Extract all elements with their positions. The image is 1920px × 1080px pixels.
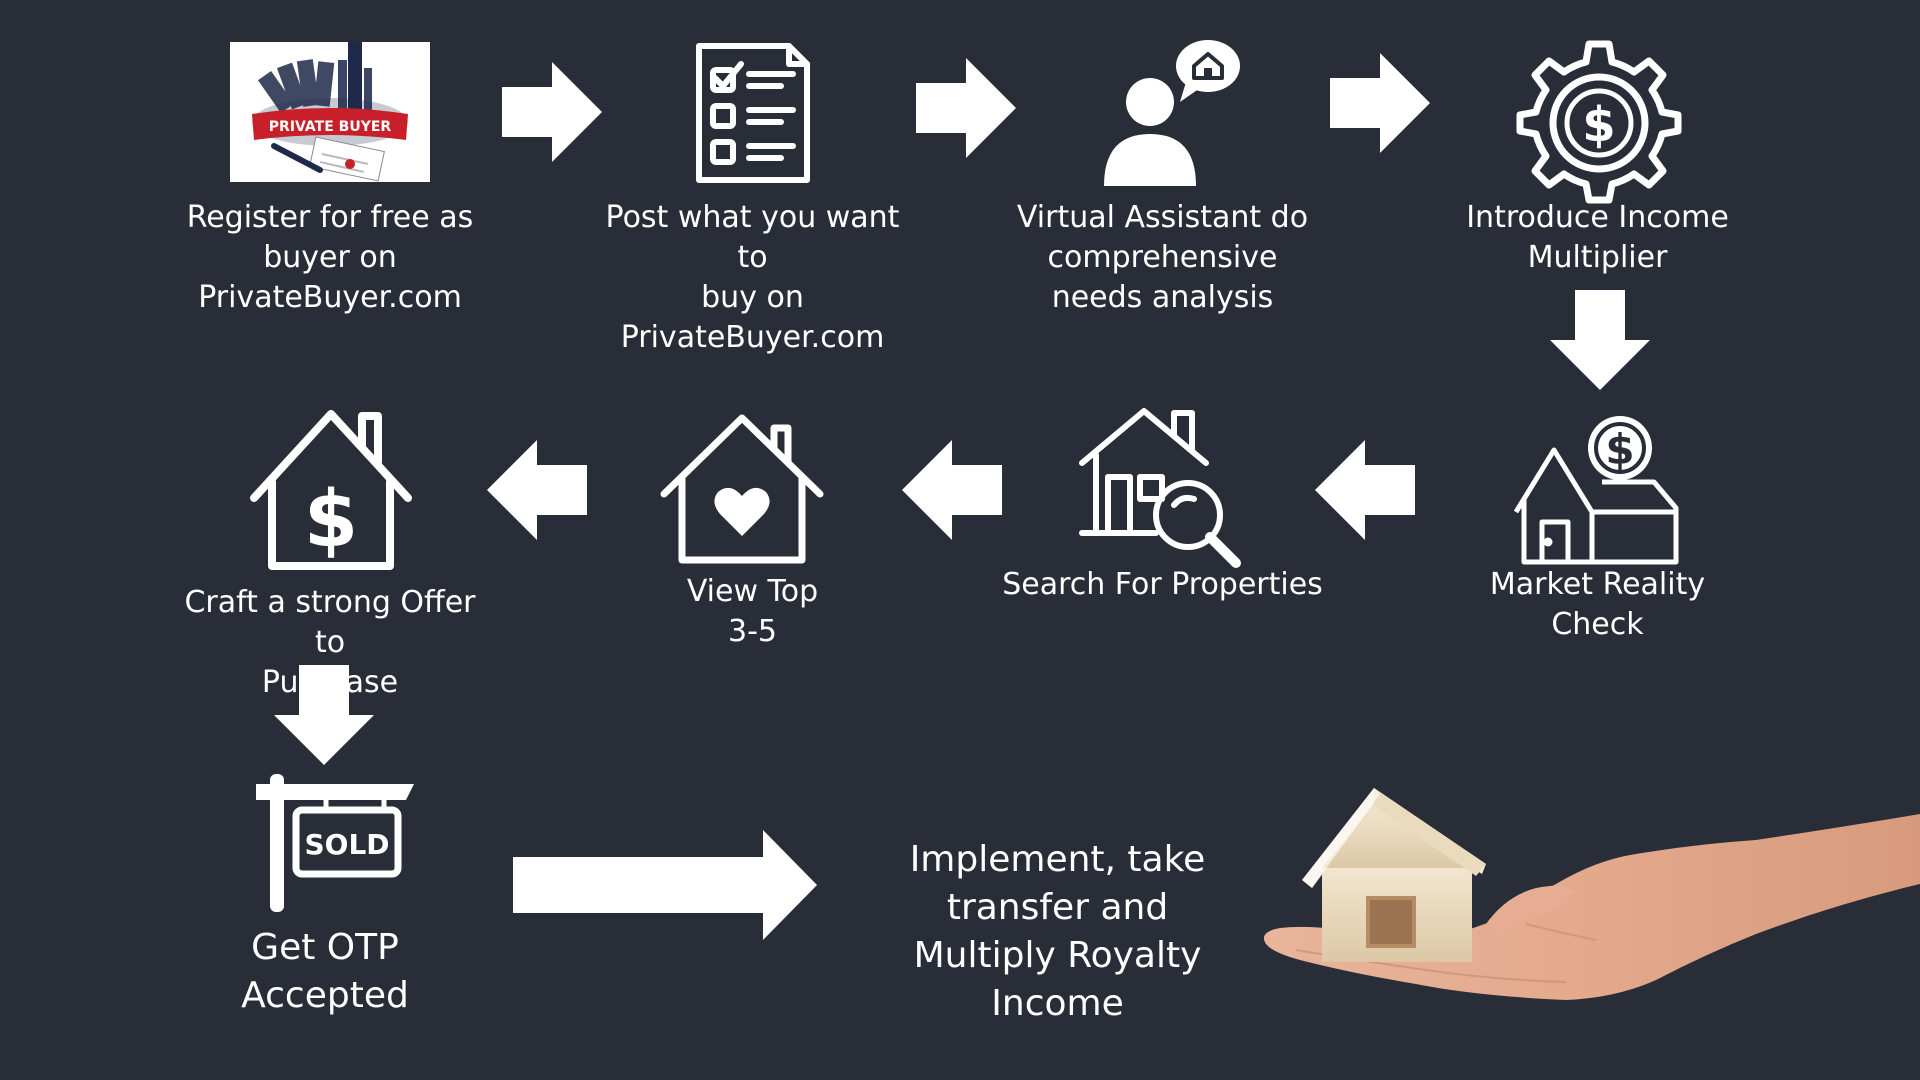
arrow-down-icon: [274, 665, 374, 765]
hand-holding-house-image: [1236, 784, 1920, 1010]
svg-text:$: $: [1582, 97, 1615, 153]
assistant-icon: [1100, 38, 1242, 188]
arrow-left-icon: [487, 440, 587, 540]
final-label: Implement, take transfer and Multiply Ro…: [909, 839, 1206, 1024]
svg-text:$: $: [1605, 425, 1634, 474]
private-buyer-logo: PRIVATE BUYER: [230, 42, 430, 182]
step-label: Get OTP Accepted: [241, 927, 409, 1016]
step-label: Introduce Income Multiplier: [1466, 200, 1729, 275]
arrow-right-icon: [916, 58, 1016, 158]
svg-text:$: $: [304, 475, 358, 565]
step-label: Virtual Assistant do comprehensive needs…: [1016, 200, 1309, 315]
arrow-right-icon: [502, 62, 602, 162]
house-search-icon: [1078, 405, 1244, 571]
sold-sign-text: SOLD: [304, 828, 389, 861]
checklist-icon: [693, 42, 813, 184]
arrow-left-icon: [902, 440, 1002, 540]
logo-text: PRIVATE BUYER: [269, 119, 392, 135]
step-label: Register for free as buyer on PrivateBuy…: [186, 200, 474, 315]
step-label: Search For Properties: [1002, 567, 1323, 602]
arrow-right-icon: [1330, 53, 1430, 153]
arrow-down-icon: [1550, 290, 1650, 390]
arrow-right-long-icon: [513, 830, 817, 940]
house-dollar-icon: $: [250, 406, 412, 574]
step-label: Market Reality Check: [1489, 567, 1706, 642]
step-label: Post what you want to buy on PrivateBuye…: [605, 200, 900, 355]
arrow-left-icon: [1315, 440, 1415, 540]
step-label: View Top 3-5: [686, 574, 819, 649]
dollar-gear-icon: $: [1516, 38, 1682, 204]
house-heart-icon: [660, 412, 824, 566]
house-dollar-coin-icon: $: [1512, 410, 1682, 566]
sold-sign-icon: SOLD: [256, 770, 416, 912]
